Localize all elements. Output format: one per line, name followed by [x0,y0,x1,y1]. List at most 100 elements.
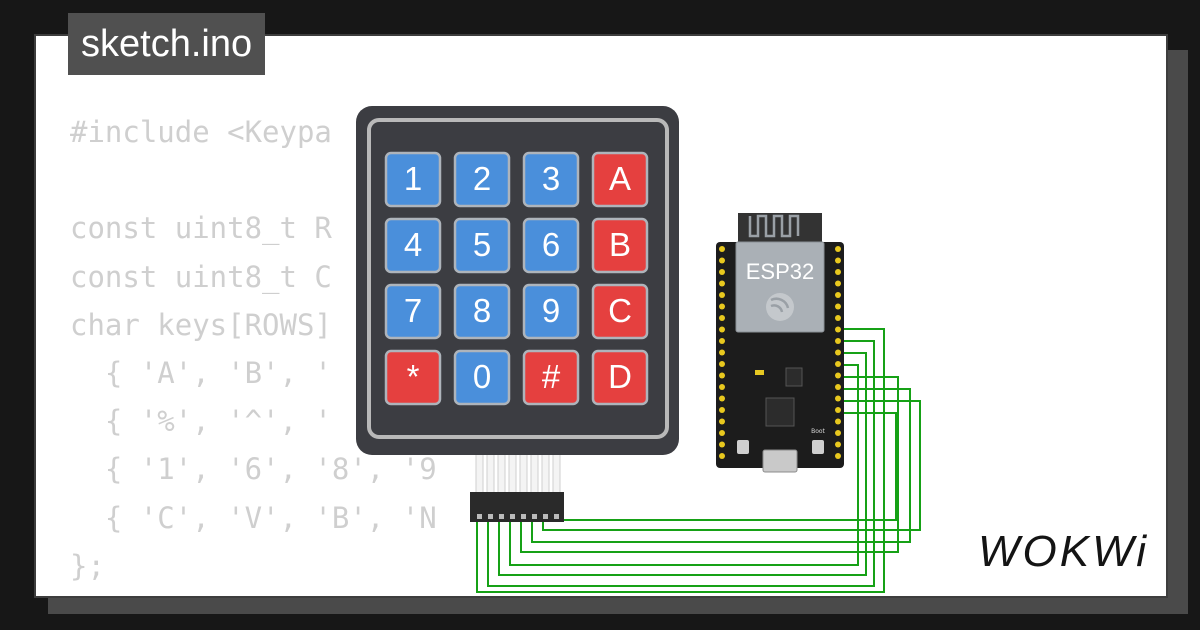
keypad-key[interactable]: 3 [522,151,580,208]
key-label: 6 [542,226,560,263]
board-pin [719,326,725,333]
boot-button[interactable] [812,440,824,454]
keypad-key[interactable]: # [522,349,580,406]
code-line: { '%', '^', ' [70,404,332,439]
key-cap [591,217,649,274]
en-button[interactable] [737,440,749,454]
key-cap [591,283,649,340]
code-preview: #include <Keypa const uint8_t R const ui… [70,108,437,590]
key-cap [591,349,649,406]
key-cap [522,151,580,208]
board-pin [719,280,725,287]
board-pin [835,407,841,413]
keypad-key[interactable]: A [591,151,649,208]
code-line: char keys[ROWS] [70,307,332,342]
wifi-antenna [738,213,822,243]
keypad-key[interactable]: 4 [384,217,442,274]
keypad-key[interactable]: 8 [453,283,511,340]
code-line: #include <Keypa [70,115,332,149]
keypad-wire [509,364,859,566]
header-pin [554,514,559,519]
boot-label: Boot [811,428,825,435]
key-cap [384,151,442,208]
keypad-wire [520,376,899,553]
key-label: 9 [542,292,560,329]
keypad-key[interactable]: B [591,217,649,274]
code-line: const uint8_t R [70,211,332,246]
board-pin [719,361,725,367]
header-pin [499,514,504,519]
ribbon-strand [552,451,561,495]
board-pin [835,430,841,436]
board-pin [835,361,841,367]
wokwi-logo: WOKWi [978,527,1150,576]
key-cap [522,283,580,340]
keypad-key[interactable]: 5 [453,217,511,274]
keypad-key[interactable]: 6 [522,217,580,274]
key-label: # [542,358,561,395]
board-pin [719,407,725,413]
keypad-key[interactable]: * [384,349,442,406]
keypad-key[interactable]: 0 [453,349,511,406]
board-pin [719,303,725,310]
ribbon-strand [486,451,495,495]
board-pin [835,418,841,425]
key-cap [453,349,511,406]
board-pin [719,246,725,252]
keypad-key[interactable]: 1 [384,151,442,208]
keypad-key[interactable]: 9 [522,283,580,340]
keypad-key[interactable]: 2 [453,151,511,208]
key-cap [384,283,442,340]
header-block [470,492,564,522]
usb-uart-chip [765,397,795,427]
keypad-key[interactable]: 7 [384,283,442,340]
board-pin [719,441,725,448]
board-pin [835,315,841,321]
board-pin [719,418,725,425]
board-pin [835,246,841,252]
board-pin [719,315,725,321]
header-pin [510,514,515,519]
board-pin [835,384,841,390]
ribbon-strand [508,451,517,495]
board-pin [835,453,841,459]
header-pin [521,514,526,519]
header-pin [488,514,493,519]
rf-shield [735,241,825,333]
board-pin [719,453,725,459]
board-pin [835,292,841,298]
board-pin [719,269,725,275]
board-pin [719,372,725,379]
keypad-wire [542,400,921,531]
board-pin [835,280,841,287]
key-cap [453,217,511,274]
key-cap [522,349,580,406]
led-indicator [755,370,764,375]
file-tab[interactable]: sketch.ino [68,13,266,75]
keypad-key[interactable]: C [591,283,649,340]
board-pin [719,257,725,264]
code-line: const uint8_t C [70,259,332,294]
esp32-devkit-board[interactable]: ESP32 Boot [716,213,844,473]
key-label: 2 [473,160,491,197]
key-label: B [609,226,631,263]
ribbon-strand [519,451,528,495]
board-pin [719,292,725,298]
code-line: }; [70,548,105,583]
key-label: D [608,358,632,395]
board-pin [835,338,841,344]
keypad-key[interactable]: D [591,349,649,406]
ribbon-strand [530,451,539,495]
board-pin [719,349,725,356]
code-line: { 'A', 'B', ' [70,356,332,391]
board-pin [719,430,725,436]
keypad-ribbon-cable [475,451,561,495]
key-cap [384,349,442,406]
key-cap [453,151,511,208]
micro-usb-port [762,449,798,473]
keypad-wires [476,328,921,593]
key-cap [453,283,511,340]
key-label: 4 [404,226,422,263]
